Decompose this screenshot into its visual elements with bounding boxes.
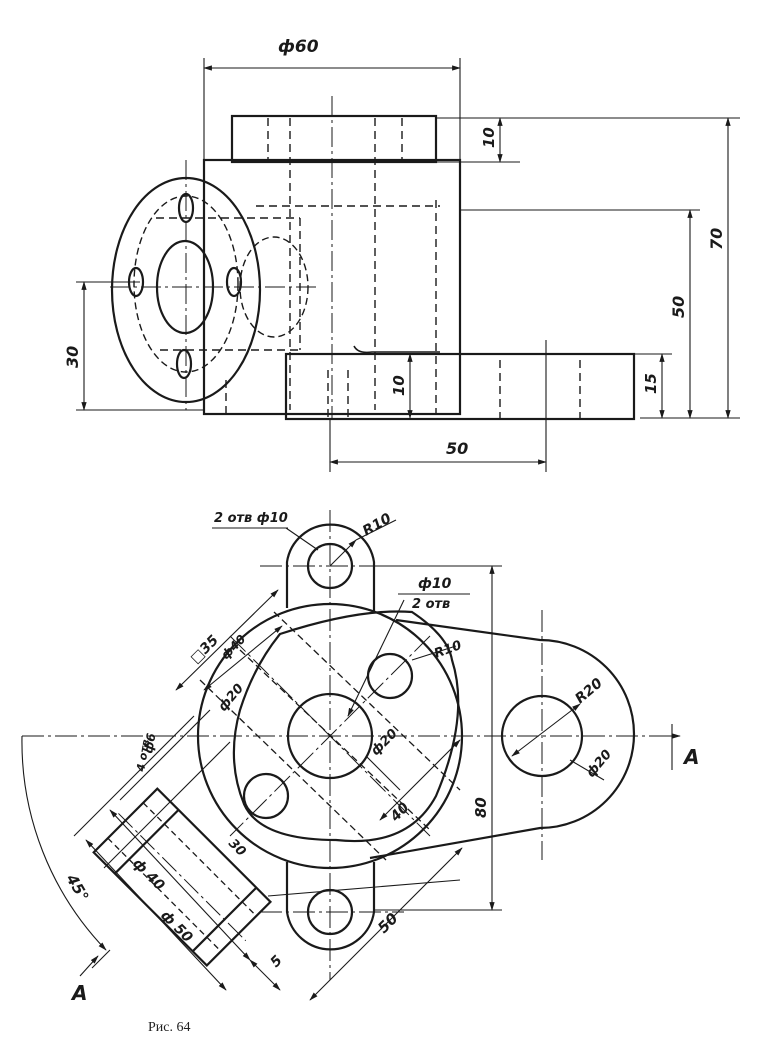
dim-5: 5 [268,952,286,970]
dim-phi60: ф60 [278,37,319,57]
figure-caption: Рис. 64 [148,1020,191,1035]
dim-4-holes: 4 отв [134,738,153,773]
dim-phi40-lower: ф 40 [129,856,168,895]
dim-phi20-left: ф20 [216,681,247,714]
dim-15: 15 [642,373,660,394]
front-dimensions [76,58,740,472]
bolt-hole-bottom [175,348,193,380]
dim-r10-top: R10 [360,510,394,539]
top-flange [230,114,438,164]
dim-phi20-center: ф20 [368,726,401,759]
dim-10-top: 10 [480,127,498,148]
dim-30-diag: 30 [225,836,248,859]
dim-40-diag: 40 [387,800,413,826]
triangular-flange [232,610,460,843]
dim-phi10: ф10 [418,576,452,592]
dim-50-right: 50 [669,296,688,318]
dim-r20: R20 [572,675,606,707]
front-view [76,58,740,472]
top-view [21,510,681,1001]
bolt-hole-right [225,266,243,298]
dim-2-holes: 2 отв [412,597,450,612]
center-lines [110,96,333,420]
dim-80: 80 [472,797,490,818]
section-label-a-right: А [682,745,699,769]
flange-hole-upper [366,652,414,700]
hidden-lines [156,118,581,418]
dim-50-diag: 50 [374,909,401,936]
top-dimensions [21,519,681,1001]
dim-phi50-lower: ф 50 [157,908,196,947]
section-label-a-left: А [70,981,87,1005]
base-plate [284,352,636,421]
dim-2-holes-phi10: 2 отв ф10 [214,511,288,526]
dim-70: 70 [707,228,726,250]
dim-phi6: ф6 [141,732,158,754]
dim-30: 30 [63,346,82,368]
dim-50-bottom: 50 [446,439,468,458]
flange-hole-lower [242,772,290,820]
dim-phi20-right: ф20 [584,747,615,780]
dim-10-mid: 10 [390,375,408,396]
right-ear [369,618,636,860]
dim-r10-mid: R10 [432,638,464,662]
